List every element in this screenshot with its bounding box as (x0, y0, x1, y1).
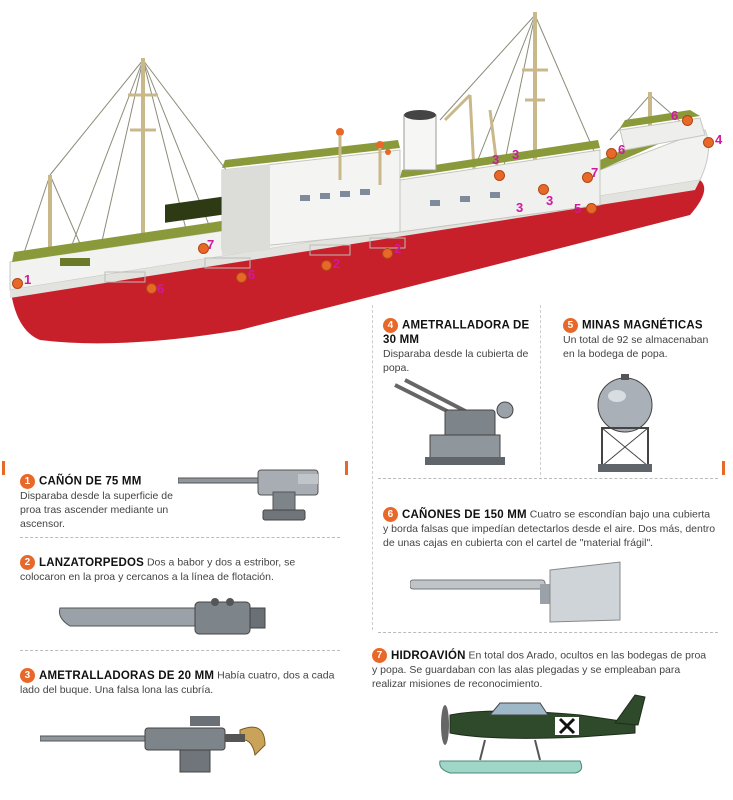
marker-dot (538, 184, 549, 195)
item-description: Un total de 92 se almacenaban en la bode… (563, 334, 709, 360)
ship-marker-3: 3 (546, 193, 554, 208)
ship-marker-3: 3 (512, 147, 520, 162)
marker-dot (494, 170, 505, 181)
ship-marker-1: 1 (24, 272, 32, 287)
machine-gun-20mm-illustration (40, 716, 266, 773)
marker-dot (703, 137, 714, 148)
cannon-150mm-illustration (410, 561, 621, 623)
ship-illustration (9, 12, 710, 344)
ship-marker-2: 2 (333, 256, 341, 271)
marker-dot (12, 278, 23, 289)
ship-marker-3: 3 (516, 200, 524, 215)
marker-dot (198, 243, 209, 254)
accent-bar (345, 461, 348, 475)
item-number: 7 (372, 648, 387, 663)
ship-marker-7: 7 (207, 237, 215, 252)
accent-bar (722, 461, 725, 475)
marker-dot (586, 203, 597, 214)
item-description: Había cuatro, dos a cada lado del buque.… (20, 669, 335, 696)
magnetic-mine-illustration (597, 374, 653, 472)
row-divider (20, 537, 340, 538)
item-description: Disparaba desde la superficie de proa tr… (20, 490, 173, 530)
ship-marker-4: 4 (715, 132, 723, 147)
item-description: Dos a babor y dos a estribor, se colocar… (20, 556, 296, 583)
item-number: 5 (563, 318, 578, 333)
item-number: 6 (383, 507, 398, 522)
column-divider (540, 305, 541, 475)
row-divider (378, 632, 718, 633)
ship-marker-6: 6 (157, 281, 165, 296)
item-number: 3 (20, 668, 35, 683)
marker-dot (682, 115, 693, 126)
marker-dot (236, 272, 247, 283)
column-divider (372, 305, 373, 630)
item-number: 1 (20, 474, 35, 489)
row-divider (20, 650, 340, 651)
item-number: 2 (20, 555, 35, 570)
item-description: En total dos Arado, ocultos en las bodeg… (372, 649, 707, 690)
item-description: Disparaba desde la cubierta de popa. (383, 348, 529, 374)
ship-marker-5: 5 (574, 201, 582, 216)
seaplane-illustration (439, 694, 646, 774)
ship-marker-6: 6 (618, 142, 626, 157)
marker-dot (146, 283, 157, 294)
item-number: 4 (383, 318, 398, 333)
ship-marker-7: 7 (591, 165, 599, 180)
ship-marker-3: 3 (492, 152, 500, 167)
marker-dot (582, 172, 593, 183)
machine-gun-30mm-illustration (394, 378, 514, 465)
torpedo-launcher-illustration (59, 598, 266, 635)
row-divider (378, 478, 718, 479)
marker-dot (606, 148, 617, 159)
item-description: Cuatro se escondían bajo una cubierta y … (383, 508, 716, 549)
ship-marker-6: 6 (248, 267, 256, 282)
ship-marker-6: 6 (671, 108, 679, 123)
marker-dot (382, 248, 393, 259)
marker-dot (321, 260, 332, 271)
ship-marker-2: 2 (394, 241, 402, 256)
accent-bar (2, 461, 5, 475)
cannon-75mm-illustration (178, 469, 319, 521)
